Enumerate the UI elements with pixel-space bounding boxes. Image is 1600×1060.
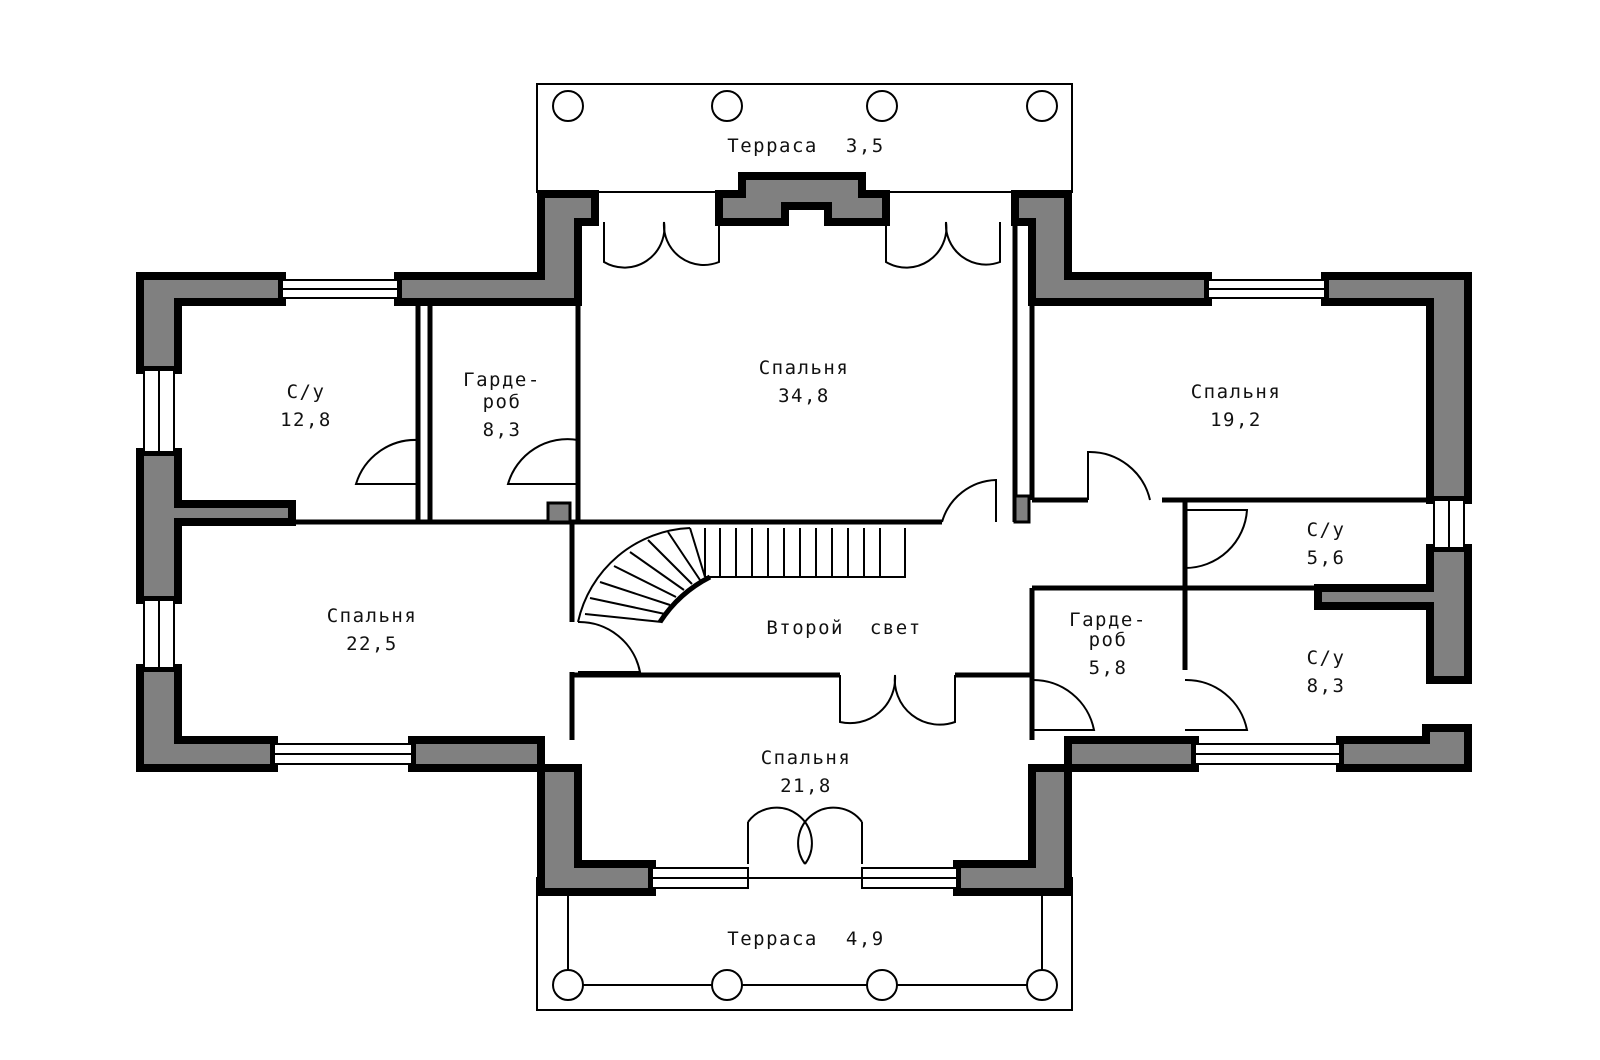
label-wardrobe-west-name2: роб — [483, 391, 522, 413]
label-bath-east-area: 8,3 — [1307, 675, 1346, 697]
label-bath-east-small-name: С/у — [1307, 519, 1346, 541]
terrace-column — [866, 969, 898, 1001]
label-bedroom-south-name: Спальня — [761, 747, 852, 769]
terrace-column — [711, 90, 743, 122]
label-wardrobe-east-name2: роб — [1089, 629, 1128, 651]
label-second-light: Второй свет — [766, 617, 921, 639]
terrace-column — [1026, 90, 1058, 122]
label-bedroom-west-name: Спальня — [327, 605, 418, 627]
label-wardrobe-west-name: Гарде- — [463, 369, 541, 391]
label-wardrobe-west-area: 8,3 — [483, 419, 522, 441]
label-bedroom-south-area: 21,8 — [780, 775, 832, 797]
terrace-column — [552, 969, 584, 1001]
terrace-column — [552, 90, 584, 122]
interior-partitions — [292, 222, 1430, 740]
label-wardrobe-east-area: 5,8 — [1089, 657, 1128, 679]
label-bath-west-name: С/у — [287, 381, 326, 403]
label-bedroom-master-name: Спальня — [759, 357, 850, 379]
terrace-column — [866, 90, 898, 122]
label-bedroom-east-area: 19,2 — [1210, 409, 1262, 431]
terrace-column — [1026, 969, 1058, 1001]
label-bath-east-name: С/у — [1307, 647, 1346, 669]
label-bath-east-small-area: 5,6 — [1307, 547, 1346, 569]
terrace-column — [711, 969, 743, 1001]
staircase — [577, 527, 906, 624]
doors — [354, 221, 1249, 865]
label-wardrobe-east-name: Гарде- — [1069, 609, 1147, 631]
label-bath-west-area: 12,8 — [280, 409, 332, 431]
label-bedroom-east-name: Спальня — [1191, 381, 1282, 403]
label-bedroom-master-area: 34,8 — [778, 385, 830, 407]
windows — [143, 279, 1465, 889]
label-bedroom-west-area: 22,5 — [346, 633, 398, 655]
